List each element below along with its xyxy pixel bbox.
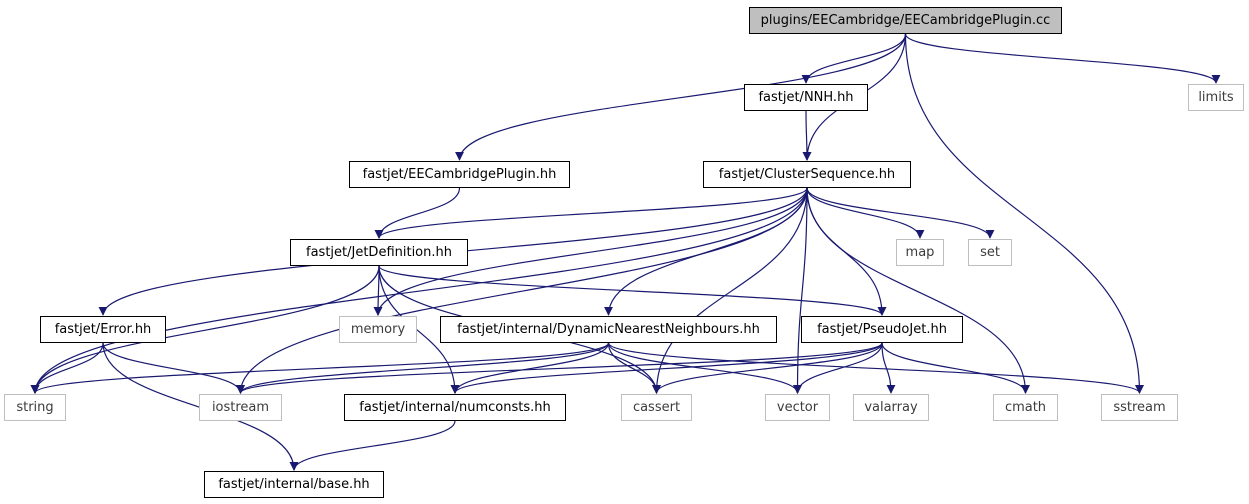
edge-dnn-to-numconsts (450, 342, 610, 394)
node-pseudojet[interactable]: fastjet/PseudoJet.hh (801, 316, 963, 343)
edge-dnn-to-vector (607, 342, 802, 394)
node-error[interactable]: fastjet/Error.hh (40, 316, 166, 343)
edge-pseudojet-to-vector (793, 342, 883, 394)
edge-clustersequence-to-set (806, 187, 995, 239)
edge-clustersequence-to-memory (373, 187, 808, 316)
node-set: set (968, 239, 1012, 266)
node-limits: limits (1188, 84, 1244, 111)
node-eecambridgeplugin[interactable]: fastjet/EECambridgePlugin.hh (349, 161, 570, 188)
edge-clustersequence-to-cassert (652, 187, 808, 394)
edge-jetdefinition-to-string (30, 265, 380, 394)
node-sstream: sstream (1101, 394, 1178, 421)
node-dynamicnearestneighbours[interactable]: fastjet/internal/DynamicNearestNeighbour… (440, 316, 777, 343)
node-valarray: valarray (853, 394, 929, 421)
edge-clustersequence-to-map (806, 187, 925, 239)
edge-clustersequence-to-string (30, 187, 808, 394)
edge-dnn-to-sstream (607, 342, 1144, 394)
edge-clustersequence-to-iostream (236, 187, 808, 394)
edge-numconsts-to-base (289, 420, 456, 471)
node-memory: memory (339, 316, 417, 343)
node-numconsts[interactable]: fastjet/internal/numconsts.hh (344, 394, 566, 421)
edge-dnn-to-iostream (236, 342, 610, 394)
node-base[interactable]: fastjet/internal/base.hh (204, 471, 384, 498)
node-cassert: cassert (621, 394, 692, 421)
node-root-file[interactable]: plugins/EECambridge/EECambridgePlugin.cc (749, 7, 1062, 34)
edge-error-to-base (102, 342, 299, 471)
edge-pseudojet-to-valarray (881, 342, 896, 394)
edge-dnn-to-string (30, 342, 610, 394)
node-nnh[interactable]: fastjet/NNH.hh (744, 84, 868, 111)
edge-root-to-limits (904, 33, 1221, 84)
edge-error-to-iostream (102, 342, 245, 394)
node-iostream: iostream (199, 394, 282, 421)
edge-pseudojet-to-numconsts (450, 342, 883, 394)
edge-pseudojet-to-cassert (652, 342, 883, 394)
node-clustersequence[interactable]: fastjet/ClusterSequence.hh (703, 161, 911, 188)
edge-error-to-string (30, 342, 104, 394)
edge-eecambridgeplugin-to-jetdefinition (374, 187, 461, 239)
edge-pseudojet-to-iostream (236, 342, 883, 394)
node-cmath: cmath (993, 394, 1058, 421)
edge-root-to-nnh (801, 33, 907, 84)
node-map: map (896, 239, 944, 266)
edge-clustersequence-to-dnn (604, 187, 808, 316)
node-string: string (4, 394, 66, 421)
edge-clustersequence-to-cmath (806, 187, 1030, 394)
edge-jetdefinition-to-pseudojet (378, 265, 887, 316)
edge-clustersequence-to-jetdefinition (374, 187, 808, 239)
node-vector: vector (765, 394, 830, 421)
edge-root-to-sstream (904, 33, 1144, 394)
edge-nnh-to-clustersequence (802, 110, 812, 161)
edge-pseudojet-to-cmath (881, 342, 1030, 394)
node-jetdefinition[interactable]: fastjet/JetDefinition.hh (290, 239, 468, 266)
edge-root-to-eecambridgeplugin (455, 33, 907, 161)
